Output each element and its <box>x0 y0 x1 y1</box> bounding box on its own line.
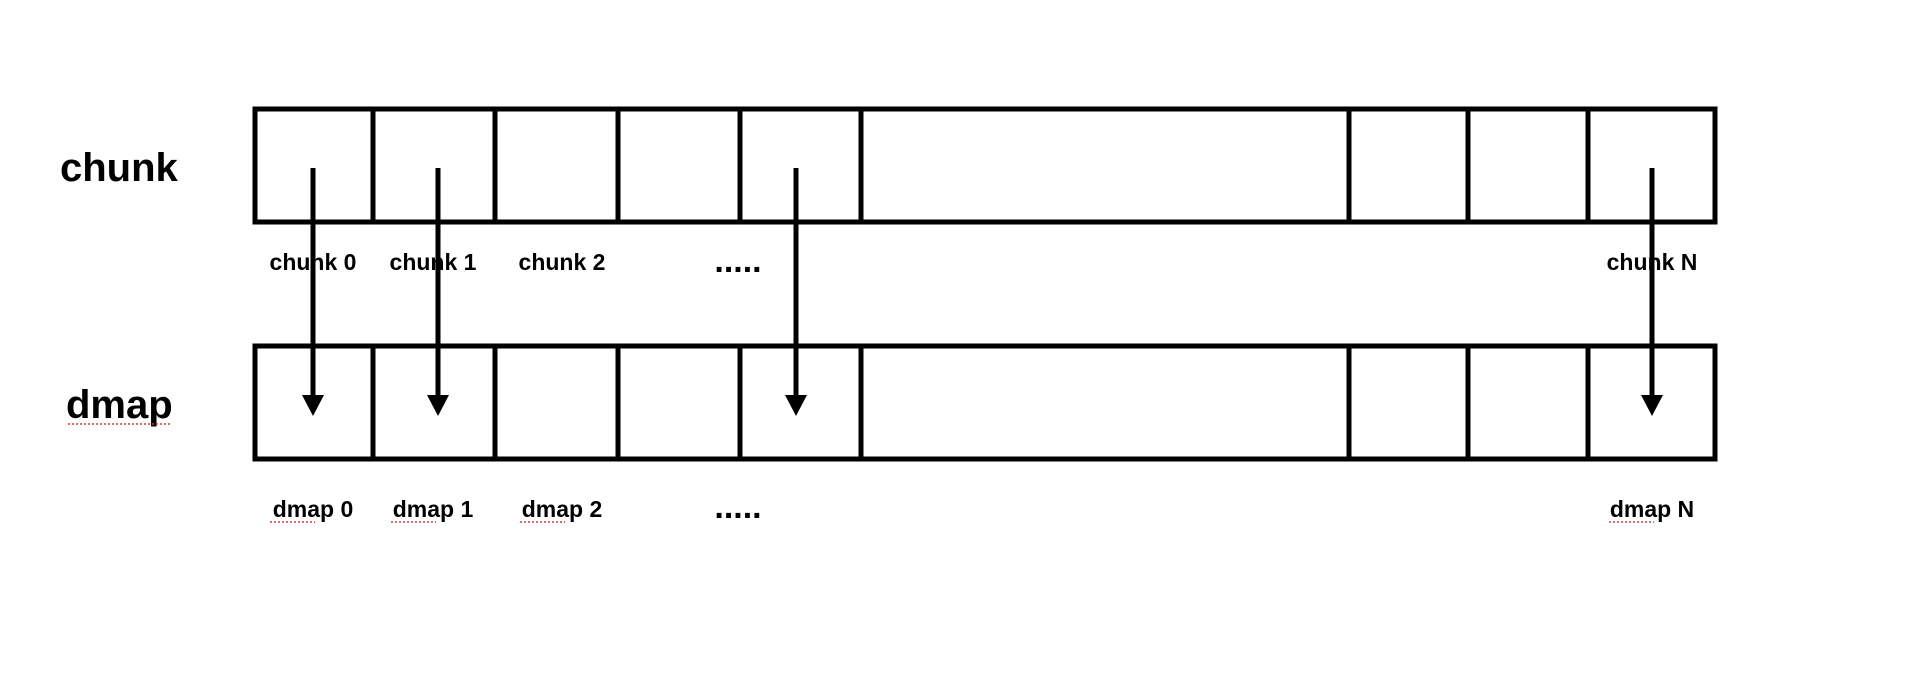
dmap-row-label: dmap <box>66 383 173 427</box>
dmap-labels: dmap 0 dmap 1 dmap 2 ..... dmap N <box>273 488 1694 526</box>
dmap-label-ellipsis: ..... <box>714 488 761 526</box>
chunk-label-ellipsis: ..... <box>714 242 761 280</box>
dmap-label-0: dmap 0 <box>273 496 354 522</box>
arrow-chunkN-to-dmapN <box>1641 168 1663 416</box>
chunk-labels: chunk 0 chunk 1 chunk 2 ..... chunk N <box>270 242 1698 280</box>
chunk-array-outline <box>252 106 1718 225</box>
dmap-array <box>252 343 1718 462</box>
chunk-label-1: chunk 1 <box>390 249 477 275</box>
arrow-chunk0-to-dmap0 <box>302 168 324 416</box>
arrow-head <box>302 395 324 416</box>
dmap-label-2: dmap 2 <box>522 496 603 522</box>
arrow-head <box>427 395 449 416</box>
arrow-head <box>785 395 807 416</box>
chunk-array <box>252 106 1718 225</box>
chunk-row-label: chunk <box>60 146 179 190</box>
arrow-chunk1-to-dmap1 <box>427 168 449 416</box>
arrow-head <box>1641 395 1663 416</box>
mapping-arrows <box>302 168 1663 416</box>
dmap-array-outline <box>252 343 1718 462</box>
chunk-label-2: chunk 2 <box>519 249 606 275</box>
arrow-chunk-to-dmap <box>785 168 807 416</box>
dmap-label-1: dmap 1 <box>393 496 474 522</box>
dmap-label-n: dmap N <box>1610 496 1694 522</box>
